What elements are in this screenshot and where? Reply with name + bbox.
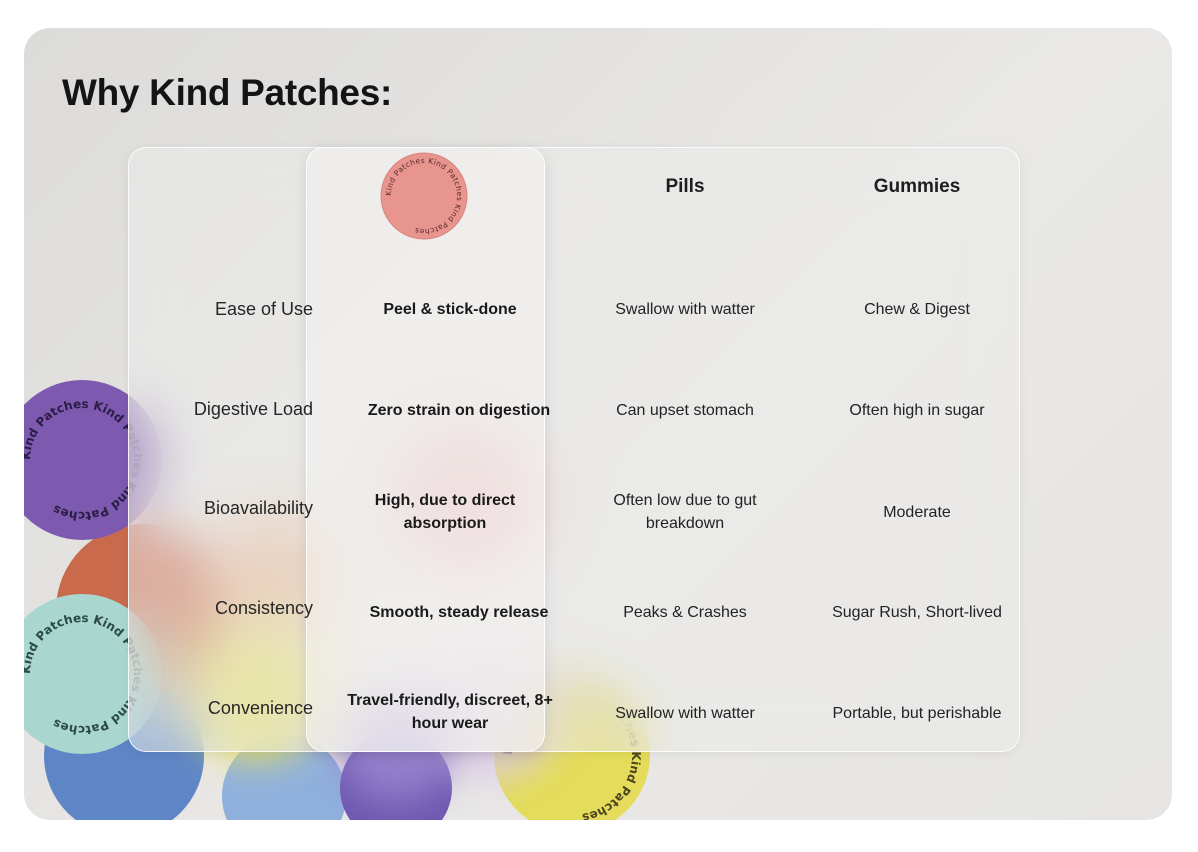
cell-kind-bioavailability: High, due to direct absorption bbox=[374, 492, 516, 532]
column-header-pills: Pills bbox=[665, 176, 705, 197]
cell-gummies-bioavailability: Moderate bbox=[883, 503, 951, 521]
cell-pills-convenience: Swallow with watter bbox=[615, 704, 755, 722]
kind-patches-column bbox=[306, 147, 545, 752]
cell-kind-digestive-load: Zero strain on digestion bbox=[367, 401, 551, 419]
row-label-ease-of-use: Ease of Use bbox=[214, 298, 313, 319]
cell-gummies-digestive-load: Often high in sugar bbox=[849, 401, 985, 419]
kind-patch-logo-icon: Kind Patches Kind Patches Kind Patches bbox=[380, 152, 468, 240]
cell-pills-digestive-load: Can upset stomach bbox=[616, 401, 754, 419]
row-label-bioavailability: Bioavailability bbox=[203, 497, 313, 518]
cell-kind-consistency: Smooth, steady release bbox=[369, 603, 549, 621]
row-label-digestive-load: Digestive Load bbox=[193, 398, 313, 419]
cell-pills-ease-of-use: Swallow with watter bbox=[615, 300, 755, 318]
comparison-table bbox=[128, 147, 1020, 752]
column-header-gummies: Gummies bbox=[873, 176, 961, 197]
page-title: Why Kind Patches: bbox=[62, 72, 392, 113]
cell-gummies-ease-of-use: Chew & Digest bbox=[864, 300, 970, 318]
cell-gummies-consistency: Sugar Rush, Short-lived bbox=[832, 603, 1002, 621]
row-label-convenience: Convenience bbox=[207, 697, 313, 718]
cell-gummies-convenience: Portable, but perishable bbox=[832, 704, 1002, 722]
patch-purple bbox=[24, 380, 162, 540]
row-label-consistency: Consistency bbox=[214, 597, 313, 618]
patch-mint bbox=[24, 594, 162, 754]
cell-pills-consistency: Peaks & Crashes bbox=[623, 603, 747, 621]
cell-kind-convenience: Travel-friendly, discreet, 8+ hour wear bbox=[347, 692, 553, 732]
cell-kind-ease-of-use: Peel & stick-done bbox=[383, 300, 517, 318]
cell-pills-bioavailability: Often low due to gut breakdown bbox=[613, 492, 757, 532]
